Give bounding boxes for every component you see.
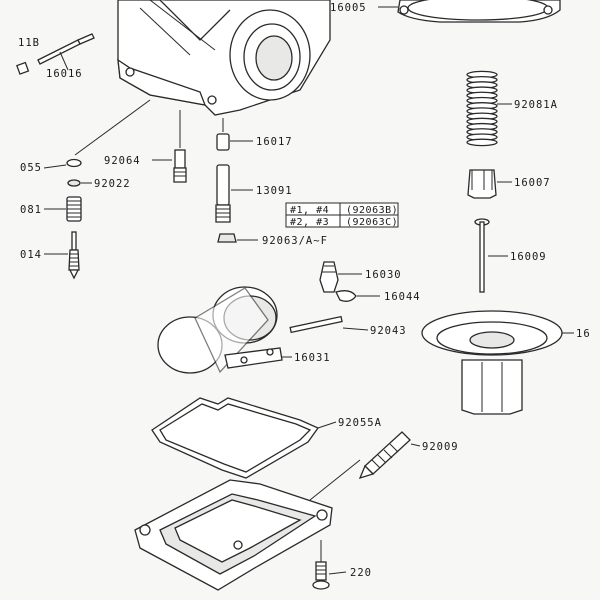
label-16-right: 16 <box>576 328 591 340</box>
oring-92022 <box>67 179 92 187</box>
jet-table <box>285 202 399 228</box>
label-16007: 16007 <box>514 177 551 189</box>
label-055: 055 <box>20 162 42 174</box>
label-92064: 92064 <box>104 155 141 167</box>
needle-jet-16017 <box>216 118 253 151</box>
label-13091: 13091 <box>256 185 293 197</box>
screw-92009 <box>358 431 421 480</box>
table-row1-cyl: #1, #4 <box>290 205 329 216</box>
label-92009: 92009 <box>422 441 459 453</box>
spring-92081a <box>466 70 498 147</box>
washer-055 <box>43 158 82 169</box>
table-row2-part: (92063C) <box>346 217 398 228</box>
label-16044: 16044 <box>384 291 421 303</box>
label-92055a: 92055A <box>338 417 382 429</box>
diaphragm-piston <box>421 310 574 415</box>
float-pin-92043 <box>289 315 369 334</box>
gasket-92055a <box>151 397 337 479</box>
jet-92064 <box>152 110 187 183</box>
label-16031: 16031 <box>294 352 331 364</box>
float-bowl <box>134 459 361 591</box>
leader-lines <box>74 6 512 156</box>
label-16017: 16017 <box>256 136 293 148</box>
float-16031 <box>157 286 292 374</box>
label-16005: 16005 <box>330 2 367 14</box>
label-11b: 11B <box>18 37 40 49</box>
label-16009: 16009 <box>510 251 547 263</box>
spring-coil <box>466 138 498 147</box>
needle-holder-16007 <box>467 169 512 199</box>
label-081: 081 <box>20 204 42 216</box>
main-jet-92063 <box>217 233 258 243</box>
pilot-screw <box>16 33 95 75</box>
clip-16044 <box>335 290 380 302</box>
bleed-pipe-13091 <box>215 164 253 223</box>
screw-220 <box>312 540 347 590</box>
carburetor-body <box>117 0 331 116</box>
spring-081 <box>44 196 82 222</box>
jet-needle-16009 <box>474 218 508 293</box>
label-92081a: 92081A <box>514 99 558 111</box>
label-16016: 16016 <box>46 68 83 80</box>
label-92043: 92043 <box>370 325 407 337</box>
label-92063af: 92063/A~F <box>262 235 328 247</box>
vacuum-chamber-cover <box>397 0 561 23</box>
label-92022: 92022 <box>94 178 131 190</box>
label-220: 220 <box>350 567 372 579</box>
table-row1-part: (92063B) <box>346 205 398 216</box>
label-014: 014 <box>20 249 42 261</box>
label-16030: 16030 <box>365 269 402 281</box>
float-valve-16030 <box>319 261 362 293</box>
pilot-screw-014 <box>44 231 80 280</box>
table-row2-cyl: #2, #3 <box>290 217 329 228</box>
part-labels: 16005 11B 16016 92081A 16017 055 92064 9… <box>18 2 591 579</box>
jet-table-text: #1, #4 (92063B) #2, #3 (92063C) <box>290 205 398 228</box>
